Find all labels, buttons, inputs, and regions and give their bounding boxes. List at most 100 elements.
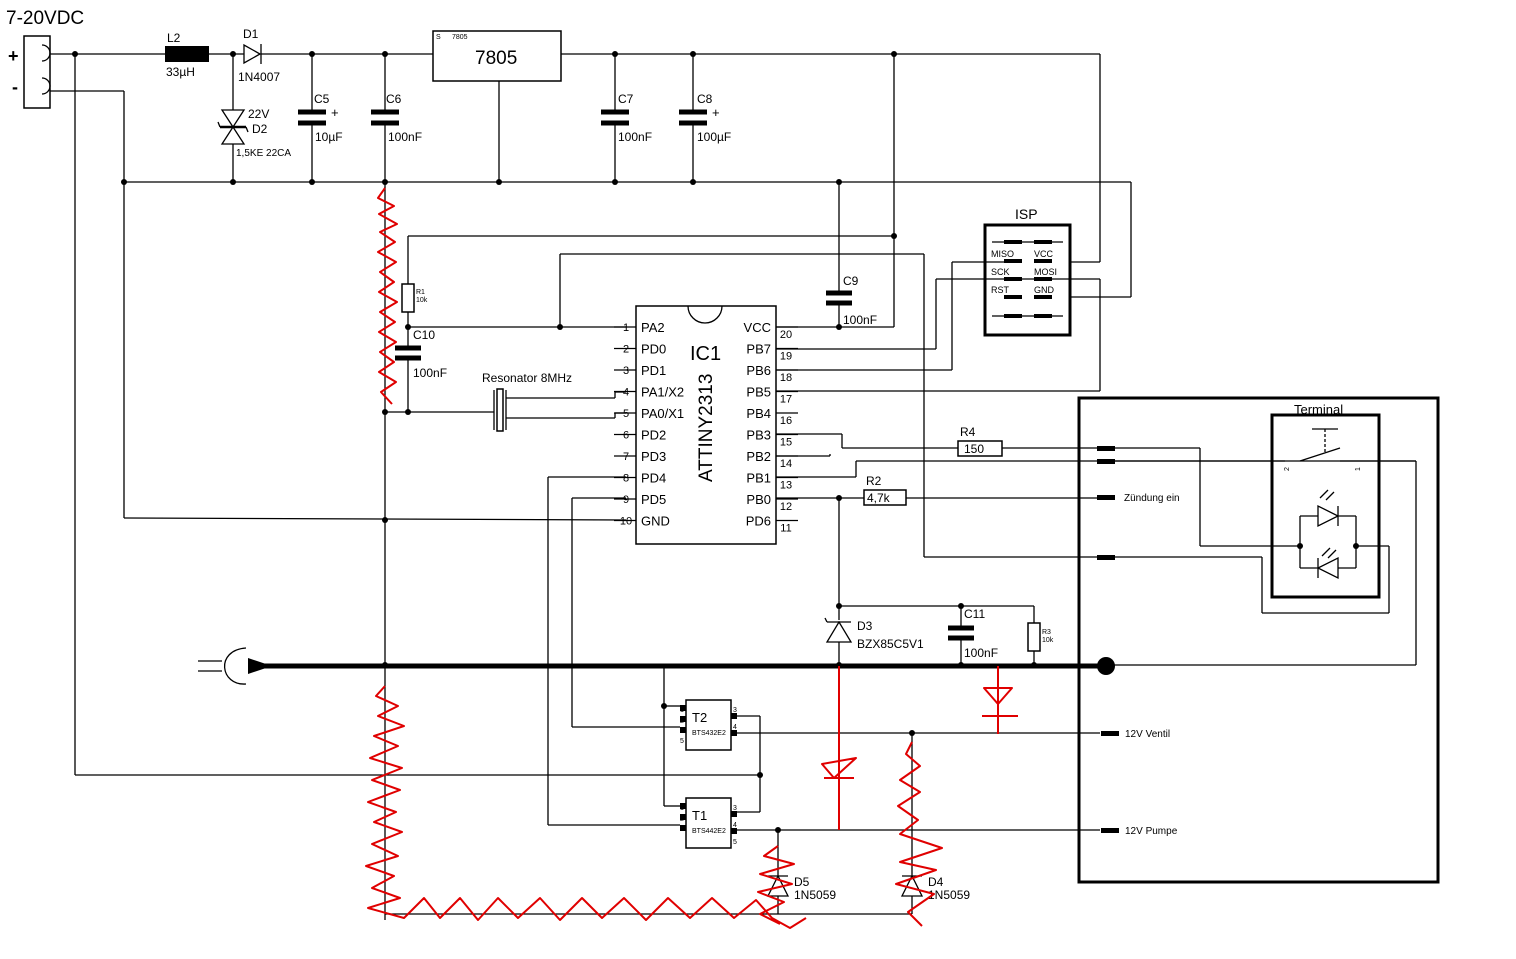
isp-pin-mosi: MOSI (1034, 267, 1057, 277)
C10-ref: C10 (413, 328, 435, 342)
T1-ref: T1 (692, 808, 707, 823)
regulator-7805: S 7805 7805 (432, 30, 562, 182)
isp-pin-vcc: VCC (1034, 249, 1054, 259)
red-scribble-d5 (757, 845, 795, 925)
D5-value: 1N5059 (794, 888, 836, 902)
power-input: 7-20VDC + - (6, 8, 760, 776)
ic1-pin-number: 15 (780, 437, 792, 449)
ic1-pin-name: PD1 (641, 363, 666, 378)
ic1-pin-number: 9 (623, 494, 629, 506)
T1-pin3: 3 (733, 805, 737, 812)
ic1-pin-name: PA1/X2 (641, 385, 684, 400)
connector-zuendung: Zündung ein (1124, 493, 1180, 504)
resistor-R3: R3 10k (1027, 606, 1054, 665)
T2-pin1: 1 (680, 707, 684, 714)
diode-D4: D4 1N5059 (900, 733, 970, 914)
D4-ref: D4 (928, 875, 944, 889)
isp-header: ISP MISO VCC SCK MOSI RST GND (983, 206, 1072, 337)
terminal-sw-pin1: 1 (1355, 467, 1362, 471)
ic1-pin-name: PD0 (641, 342, 666, 357)
T1-pin2: 2 (680, 816, 684, 823)
ic1-pin-number: 11 (780, 523, 791, 535)
diode-D1: D1 1N4007 (238, 27, 1100, 84)
C5-value: 10µF (315, 130, 343, 144)
C11-value: 100nF (964, 646, 998, 660)
D4-value: 1N5059 (928, 888, 970, 902)
capacitor-C11: C11 100nF (948, 606, 998, 665)
ic1-pin-name: PA0/X1 (641, 406, 684, 421)
C9-ref: C9 (843, 274, 859, 288)
zener-D3: D3 BZX85C5V1 (824, 617, 924, 665)
ic1-pin-name: PB6 (746, 363, 771, 378)
R2-value: 4,7k (867, 491, 891, 505)
resonator-label: Resonator 8MHz (482, 371, 572, 385)
red-scribble-d4 (895, 741, 943, 927)
terminal-panel: Terminal 2 1 (1270, 402, 1416, 599)
ic1-pin-number: 17 (780, 394, 792, 406)
C11-ref: C11 (964, 607, 985, 621)
D3-ref: D3 (857, 619, 873, 633)
D1-ref: D1 (243, 27, 259, 41)
isp-title: ISP (1015, 206, 1038, 222)
resistor-R4: R4 150 (957, 425, 1003, 457)
C8-value: 100µF (697, 130, 731, 144)
C5-polarity: + (331, 105, 339, 120)
supply-minus-label: - (12, 77, 18, 97)
ic1-ref: IC1 (690, 343, 721, 365)
ic1-pin-number: 20 (780, 329, 792, 341)
ic1-pin-name: PB2 (746, 449, 771, 464)
supply-plus-label: + (8, 46, 19, 66)
red-scribble-top (377, 187, 398, 405)
terminal-title: Terminal (1294, 402, 1343, 417)
D5-ref: D5 (794, 875, 810, 889)
T1-pin5: 5 (733, 839, 737, 846)
ic1-pin-number: 16 (780, 415, 792, 427)
red-scribble-bottom (365, 685, 807, 929)
supply-connector (23, 35, 51, 109)
ic1-pin-name: PD2 (641, 428, 666, 443)
D3-value: BZX85C5V1 (857, 637, 924, 651)
T1-part: BTS442E2 (692, 828, 726, 835)
T2-pin5: 5 (680, 738, 684, 745)
R4-value: 150 (964, 442, 984, 456)
switch-T1: T1 BTS442E2 1 2 3 4 5 (680, 797, 737, 849)
R3-ref: R3 (1042, 629, 1051, 636)
T2-part: BTS432E2 (692, 730, 726, 737)
ic1-pin-number: 2 (623, 344, 629, 356)
switch-T2: T2 BTS432E2 1 2 3 4 5 (680, 699, 737, 751)
D2-voltage: 22V (248, 107, 269, 121)
ic1-pin-number: 18 (780, 372, 792, 384)
R1-value: 10k (416, 297, 428, 304)
R1-ref: R1 (416, 289, 425, 296)
R3-value: 10k (1042, 637, 1054, 644)
ic1-pin-name: PB5 (746, 385, 771, 400)
red-annotations (365, 187, 1018, 929)
external-enclosure: Zündung ein 12V Ventil 12V Pumpe (1077, 396, 1440, 884)
ic1-pin-name: GND (641, 514, 670, 529)
C7-value: 100nF (618, 130, 652, 144)
plug-icon (223, 647, 247, 685)
ic1-pin-number: 5 (623, 408, 629, 420)
T1-pin1: 1 (680, 805, 684, 812)
ic1-pin-number: 4 (623, 387, 629, 399)
ic1-pin-name: PB4 (746, 406, 771, 421)
reg-s-label: S (436, 34, 441, 41)
ic1-pin-number: 1 (623, 322, 629, 334)
connector-pumpe: 12V Pumpe (1125, 826, 1178, 837)
T2-pin2: 2 (680, 718, 684, 725)
L2-ref: L2 (167, 31, 181, 45)
ic1-pin-number: 7 (623, 451, 629, 463)
ic1-pin-name: PD3 (641, 449, 666, 464)
capacitor-C5: C5 + 10µF (298, 54, 343, 182)
red-diode-c11 (982, 687, 1018, 717)
capacitor-C8: C8 + 100µF (679, 54, 731, 182)
D1-value: 1N4007 (238, 70, 280, 84)
ic1-pin-name: PB0 (746, 492, 771, 507)
R4-ref: R4 (960, 425, 976, 439)
ic1-pin-name: PB7 (746, 342, 771, 357)
ic1-pin-number: 6 (623, 430, 629, 442)
ic1-pin-name: PD6 (746, 514, 771, 529)
